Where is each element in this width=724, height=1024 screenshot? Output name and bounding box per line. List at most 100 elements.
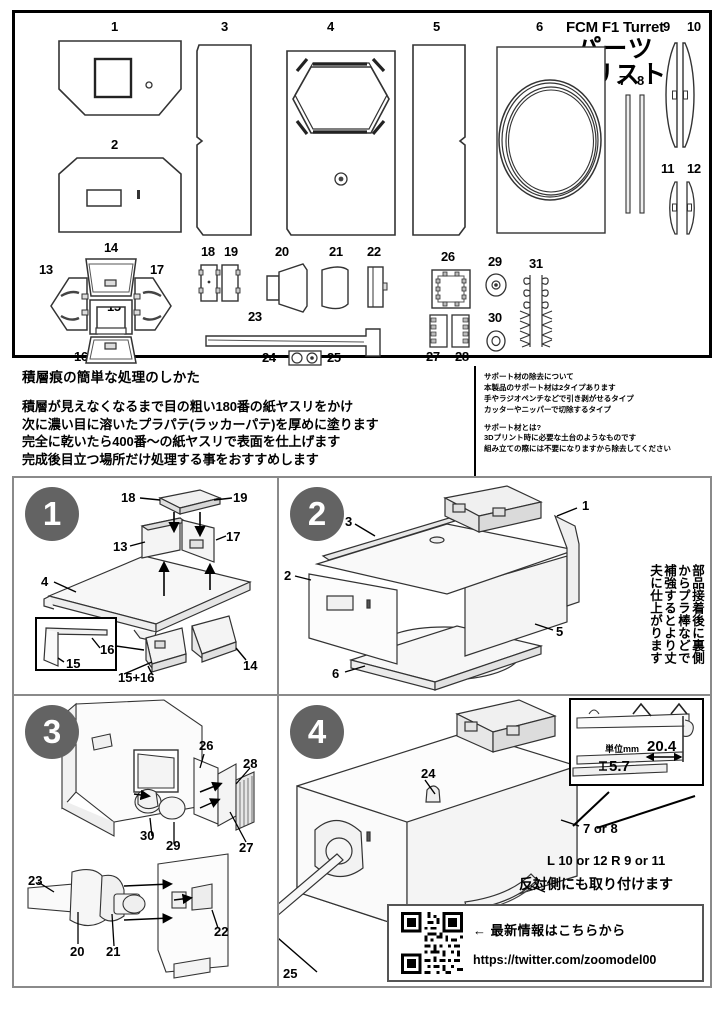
part-shape-1 <box>55 37 185 127</box>
part-number-31: 31 <box>529 256 543 271</box>
part-number-29: 29 <box>488 254 502 269</box>
notes-band: 積層痕の簡単な処理のしかた 積層が見えなくなるまで目の粗い180番の紙ヤスリをか… <box>12 358 712 476</box>
qr-footer-text: ← 最新情報はこちらから https://twitter.com/zoomode… <box>473 920 656 967</box>
step-1-badge: 1 <box>25 487 79 541</box>
part-shape-18-19 <box>198 262 242 304</box>
notes-line-2: 次に濃い目に溶いたプラパテ(ラッカーパテ)を厚めに塗ります <box>22 416 379 432</box>
part-number-8: 8 <box>637 73 644 88</box>
part-number-28: 28 <box>455 349 469 364</box>
support-note-1-line-3: 手やラジオペンチなどで引き剥がせるタイプ <box>484 393 634 403</box>
support-note-1-line-2: 本製品のサポート材は2タイプあります <box>484 382 616 392</box>
part-shape-14 <box>83 256 139 298</box>
step-3-badge: 3 <box>25 705 79 759</box>
step-1-label-19: 19 <box>233 490 248 505</box>
step-1-label-17: 17 <box>226 529 241 544</box>
notes-body: 積層が見えなくなるまで目の粗い180番の紙ヤスリをかけ 次に濃い目に溶いたプラパ… <box>22 398 474 468</box>
step-2-badge: 2 <box>290 487 344 541</box>
support-note-1-line-1: サポート材の除去について <box>484 372 574 381</box>
part-shape-21 <box>318 264 352 312</box>
part-shape-2 <box>55 154 185 236</box>
part-number-27: 27 <box>426 349 440 364</box>
part-number-24: 24 <box>262 350 276 365</box>
notes-heading: 積層痕の簡単な処理のしかた <box>22 370 201 385</box>
step-4-label-24: 24 <box>421 766 436 781</box>
part-number-23: 23 <box>248 309 262 324</box>
dimension-detail-box: 単位mm 20.4 5.7 <box>569 698 704 786</box>
step-2-label-3: 3 <box>345 514 353 529</box>
part-number-2: 2 <box>111 137 118 152</box>
support-material-notes: サポート材の除去について 本製品のサポート材は2タイプあります 手やラジオペンチ… <box>474 366 708 476</box>
step-1-label-18: 18 <box>121 490 136 505</box>
part-shape-13 <box>49 276 91 332</box>
step-1-label-16: 16 <box>100 642 115 657</box>
twitter-url[interactable]: https://twitter.com/zoomodel00 <box>473 952 657 967</box>
part-shape-3 <box>193 37 257 237</box>
step-2-label-6: 6 <box>332 666 340 681</box>
support-note-1-line-4: カッターやニッパーで切除するタイプ <box>484 404 612 414</box>
part-number-3: 3 <box>221 19 228 34</box>
part-number-26: 26 <box>441 249 455 264</box>
qr-footer-box[interactable]: ← 最新情報はこちらから https://twitter.com/zoomode… <box>387 904 704 982</box>
part-number-21: 21 <box>329 244 343 259</box>
part-number-16: 16 <box>74 349 88 364</box>
step-2-label-2: 2 <box>284 568 292 583</box>
part-number-30: 30 <box>488 310 502 325</box>
part-number-12: 12 <box>687 161 701 176</box>
part-number-18: 18 <box>201 244 215 259</box>
part-number-4: 4 <box>327 19 334 34</box>
step-3-label-21: 21 <box>106 944 121 959</box>
part-number-7: 7 <box>619 73 626 88</box>
step-1-label-14: 14 <box>243 658 258 673</box>
part-number-20: 20 <box>275 244 289 259</box>
part-number-1: 1 <box>111 19 118 34</box>
part-shape-7-8 <box>621 93 651 215</box>
step-2-label-1: 1 <box>582 498 590 513</box>
step-3-label-26: 26 <box>199 738 214 753</box>
dimension-height-value: 5.7 <box>609 758 630 775</box>
part-number-10: 10 <box>687 19 701 34</box>
notes-line-4: 完成後目立つ場所だけ処理する事をおすすめします <box>22 451 319 467</box>
step-4-panel: 4 <box>279 696 710 986</box>
parts-list-panel: FCM F1 Turret パーツ リスト 1 2 3 <box>12 10 712 366</box>
notes-line-3: 完全に乾いたら400番～の紙ヤスリで表面を仕上げます <box>22 434 341 450</box>
qr-instruction-text: ← 最新情報はこちらから <box>473 922 626 938</box>
step-1-label-4: 4 <box>41 574 49 589</box>
part-number-13: 13 <box>39 262 53 277</box>
part-shape-16 <box>83 335 139 365</box>
step-1-panel: 1 <box>14 478 279 696</box>
part-shape-9-10 <box>655 41 707 151</box>
part-shape-15 <box>87 298 135 336</box>
step-2-panel: 2 <box>279 478 710 696</box>
step-2-vertical-note: 部品接着後に裏側からプラ棒などで補強するとより丈夫に仕上がります <box>648 564 704 664</box>
part-shape-22 <box>364 264 390 310</box>
step-1-label-15: 15 <box>66 656 81 671</box>
part-shape-23 <box>204 326 388 360</box>
step-1-label-15-16: 15+16 <box>118 670 155 685</box>
part-shape-17 <box>131 276 173 332</box>
qr-code-icon[interactable] <box>401 912 463 974</box>
step-3-panel: 3 <box>14 696 279 986</box>
support-note-2-line-2: 3Dプリント時に必要な土台のようなものです <box>484 433 637 443</box>
part-number-5: 5 <box>433 19 440 34</box>
part-shape-11-12 <box>657 180 707 236</box>
part-shape-4 <box>283 37 399 237</box>
part-shape-6 <box>493 37 609 237</box>
layer-line-notes: 積層痕の簡単な処理のしかた 積層が見えなくなるまで目の粗い180番の紙ヤスリをか… <box>22 366 474 476</box>
step-3-label-23: 23 <box>28 873 43 888</box>
notes-line-1: 積層が見えなくなるまで目の粗い180番の紙ヤスリをかけ <box>22 399 353 414</box>
step-4-callout-left-right: L 10 or 12 R 9 or 11 <box>547 853 666 868</box>
part-shape-24-25 <box>287 349 323 367</box>
step-3-label-27: 27 <box>239 840 254 855</box>
step-3-label-30: 30 <box>140 828 155 843</box>
part-number-19: 19 <box>224 244 238 259</box>
support-note-2-line-3: 組み立ての際には不要になりますから除去してください <box>484 444 672 454</box>
step-4-callout-7-or-8: 7 or 8 <box>583 821 618 836</box>
part-shape-5 <box>407 37 471 237</box>
step-1-label-13: 13 <box>113 539 128 554</box>
step-3-label-28: 28 <box>243 756 258 771</box>
step-3-label-20: 20 <box>70 944 85 959</box>
step-4-label-25: 25 <box>283 966 298 981</box>
part-number-9: 9 <box>663 19 670 34</box>
dimension-length-value: 20.4 <box>647 738 677 755</box>
